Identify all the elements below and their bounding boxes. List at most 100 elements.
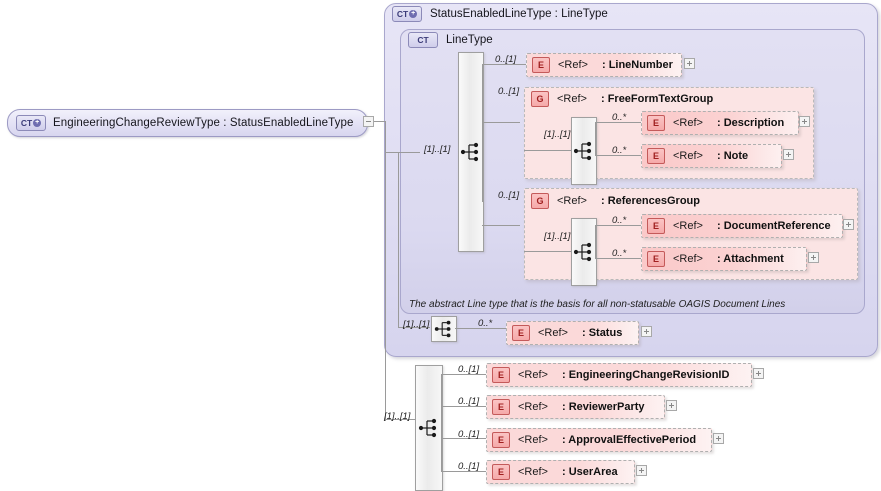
ref-label: <Ref>	[518, 434, 548, 446]
element-name: : ApprovalEffectivePeriod	[561, 434, 697, 446]
element-name: : LineNumber	[601, 59, 673, 71]
container-label: StatusEnabledLineType : LineType	[430, 8, 608, 20]
element-icon: E	[647, 251, 665, 267]
element-description[interactable]: E <Ref> : Description	[641, 111, 799, 135]
ref-label: <Ref>	[518, 401, 548, 413]
connector	[398, 152, 420, 153]
cardinality-freeformtext-sequence: [1]..[1]	[544, 129, 571, 140]
expand-documentreference[interactable]	[843, 219, 854, 230]
expand-linenumber[interactable]	[684, 58, 695, 69]
connector	[455, 328, 506, 329]
plus-glyph: +	[409, 10, 418, 18]
element-icon: E	[647, 148, 665, 164]
group-name: : FreeFormTextGroup	[600, 93, 714, 105]
ref-label: <Ref>	[538, 327, 568, 339]
element-name: : EngineeringChangeRevisionID	[561, 369, 730, 381]
group-freeformtextgroup-header[interactable]: G <Ref> : FreeFormTextGroup	[531, 90, 713, 108]
ref-label: <Ref>	[557, 93, 587, 105]
element-documentreference[interactable]: E <Ref> : DocumentReference	[641, 214, 843, 238]
plus-glyph: +	[33, 119, 42, 127]
element-name: : DocumentReference	[716, 220, 831, 232]
element-attachment[interactable]: E <Ref> : Attachment	[641, 247, 807, 271]
element-status[interactable]: E <Ref> : Status	[506, 321, 639, 345]
cardinality-bottom-sequence: [1]..[1]	[384, 411, 411, 422]
expand-description[interactable]	[799, 116, 810, 127]
element-reviewerparty[interactable]: E <Ref> : ReviewerParty	[486, 395, 665, 419]
container-status-enabled-line-type-title: CT+ StatusEnabledLineType : LineType	[392, 5, 608, 23]
element-icon: E	[492, 432, 510, 448]
connector	[482, 64, 483, 202]
element-name: : Status	[581, 327, 623, 339]
expand-reviewerparty[interactable]	[666, 400, 677, 411]
element-name: : ReviewerParty	[561, 401, 645, 413]
expand-attachment[interactable]	[808, 252, 819, 263]
element-name: : UserArea	[561, 466, 618, 478]
cardinality-note: 0..*	[612, 145, 627, 156]
element-name: : Attachment	[716, 253, 784, 265]
complextype-icon: CT	[408, 32, 438, 48]
connector	[398, 327, 430, 328]
element-linenumber[interactable]: E <Ref> : LineNumber	[526, 53, 682, 77]
sequence-compositor-freeformtext[interactable]	[571, 117, 597, 185]
cardinality-referencesgroup: 0..[1]	[498, 190, 520, 201]
connector	[595, 122, 596, 155]
root-complextype-node[interactable]: CT+ EngineeringChangeReviewType : Status…	[7, 109, 369, 137]
container-line-type-title: CT LineType	[408, 32, 493, 48]
expand-note[interactable]	[783, 149, 794, 160]
ref-label: <Ref>	[557, 195, 587, 207]
connector	[385, 419, 415, 420]
connector	[385, 152, 398, 153]
element-name: : Note	[716, 150, 749, 162]
group-icon: G	[531, 91, 549, 107]
group-referencesgroup-header[interactable]: G <Ref> : ReferencesGroup	[531, 192, 700, 210]
sequence-icon	[573, 242, 592, 262]
element-icon: E	[492, 399, 510, 415]
ref-label: <Ref>	[558, 59, 588, 71]
complextype-plus-icon: CT+	[392, 6, 422, 22]
ref-label: <Ref>	[518, 369, 548, 381]
cardinality-references-sequence: [1]..[1]	[544, 231, 571, 242]
element-userarea[interactable]: E <Ref> : UserArea	[486, 460, 635, 484]
element-approvaleffectiveperiod[interactable]: E <Ref> : ApprovalEffectivePeriod	[486, 428, 712, 452]
element-note[interactable]: E <Ref> : Note	[641, 144, 782, 168]
ref-label: <Ref>	[518, 466, 548, 478]
element-name: : Description	[716, 117, 785, 129]
sequence-icon	[573, 141, 592, 161]
element-engineeringchangerevisionid[interactable]: E <Ref> : EngineeringChangeRevisionID	[486, 363, 752, 387]
connector	[482, 225, 520, 226]
element-icon: E	[512, 325, 530, 341]
root-collapse-toggle[interactable]	[363, 116, 374, 127]
complextype-plus-icon: CT+	[16, 115, 46, 131]
expand-userarea[interactable]	[636, 465, 647, 476]
connector	[441, 374, 442, 471]
cardinality-linetype-sequence: [1]..[1]	[424, 144, 451, 155]
group-icon: G	[531, 193, 549, 209]
cardinality-status-sequence: [1]..[1]	[403, 319, 430, 330]
expand-status[interactable]	[641, 326, 652, 337]
cardinality-approvaleffectiveperiod: 0..[1]	[458, 429, 480, 440]
badge-text: CT	[396, 8, 409, 19]
sequence-compositor-references[interactable]	[571, 218, 597, 286]
expand-approvaleffectiveperiod[interactable]	[713, 433, 724, 444]
connector	[482, 64, 526, 65]
cardinality-userarea: 0..[1]	[458, 461, 480, 472]
connector	[441, 471, 486, 472]
sequence-icon	[434, 320, 451, 338]
connector	[524, 251, 571, 252]
element-icon: E	[492, 464, 510, 480]
badge-text: CT	[20, 117, 33, 128]
connector	[441, 438, 486, 439]
connector	[441, 406, 486, 407]
connector	[595, 258, 641, 259]
cardinality-description: 0..*	[612, 112, 627, 123]
sequence-compositor-linetype[interactable]	[458, 52, 484, 252]
element-icon: E	[647, 115, 665, 131]
sequence-compositor-root[interactable]	[415, 365, 443, 491]
connector	[595, 155, 641, 156]
ref-label: <Ref>	[673, 253, 703, 265]
sequence-compositor-status[interactable]	[431, 316, 457, 342]
expand-engineeringchangerevisionid[interactable]	[753, 368, 764, 379]
element-icon: E	[647, 218, 665, 234]
connector	[441, 374, 486, 375]
